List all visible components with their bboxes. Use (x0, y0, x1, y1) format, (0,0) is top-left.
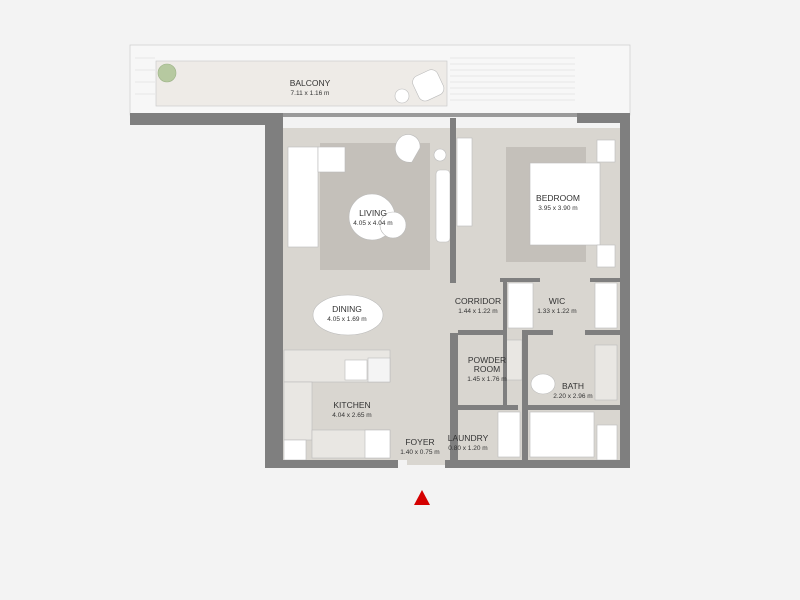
room-labels: BALCONY 7.11 x 1.16 m LIVING 4.05 x 4.04 m B… (290, 78, 593, 456)
room-name: LIVING (359, 208, 387, 218)
furniture (283, 134, 618, 461)
room-dimensions: 1.33 x 1.22 m (537, 308, 576, 315)
plant-icon (157, 63, 177, 83)
entrance-triangle-icon (414, 490, 430, 505)
room-label-kitchen: KITCHEN 4.04 x 2.65 m (332, 400, 371, 419)
room-label-foyer: FOYER 1.40 x 0.75 m (400, 437, 439, 456)
room-name: CORRIDOR (455, 296, 501, 306)
room-dimensions: 4.05 x 4.04 m (353, 220, 392, 227)
side-table-icon (394, 88, 410, 104)
room-name: ROOM (474, 364, 500, 374)
room-name: WIC (549, 296, 566, 306)
room-name: BALCONY (290, 78, 331, 88)
room-label-bath: BATH 2.20 x 2.96 m (553, 381, 592, 400)
room-label-corridor: CORRIDOR 1.44 x 1.22 m (455, 296, 501, 315)
room-dimensions: 2.20 x 2.96 m (553, 393, 592, 400)
room-label-balcony: BALCONY 7.11 x 1.16 m (290, 78, 331, 97)
room-label-wic: WIC 1.33 x 1.22 m (537, 296, 576, 315)
room-label-bedroom: BEDROOM 3.95 x 3.90 m (536, 193, 580, 212)
room-name: BEDROOM (536, 193, 580, 203)
walls (130, 113, 630, 468)
room-name: KITCHEN (333, 400, 370, 410)
room-dimensions: 1.45 x 1.76 m (467, 376, 506, 383)
room-name: POWDER (468, 355, 506, 365)
room-dimensions: 0.80 x 1.20 m (448, 445, 487, 452)
room-dimensions: 4.05 x 1.69 m (327, 316, 366, 323)
room-dimensions: 3.95 x 3.90 m (538, 205, 577, 212)
balcony-area (129, 44, 631, 116)
room-dimensions: 4.04 x 2.65 m (332, 412, 371, 419)
room-dimensions: 1.40 x 0.75 m (400, 449, 439, 456)
room-label-laundry: LAUNDRY 0.80 x 1.20 m (448, 433, 489, 452)
room-name: DINING (332, 304, 362, 314)
room-label-dining: DINING 4.05 x 1.69 m (327, 304, 366, 323)
room-name: FOYER (405, 437, 434, 447)
room-name: BATH (562, 381, 584, 391)
room-dimensions: 1.44 x 1.22 m (458, 308, 497, 315)
room-name: LAUNDRY (448, 433, 489, 443)
room-label-living: LIVING 4.05 x 4.04 m (353, 208, 392, 227)
room-dimensions: 7.11 x 1.16 m (291, 90, 330, 97)
lounge-chair-icon (412, 69, 445, 102)
